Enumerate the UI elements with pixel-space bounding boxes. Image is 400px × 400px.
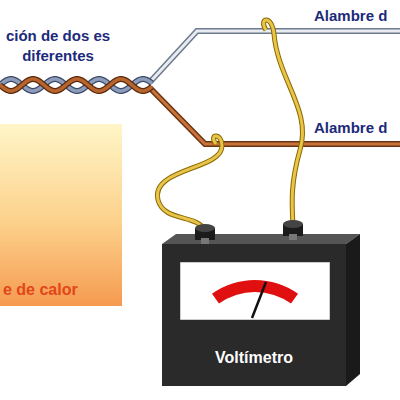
meter-label: Voltímetro [215, 348, 293, 368]
meter-side-face [346, 234, 360, 386]
heat-source-label: e de calor [3, 280, 122, 300]
wire-label: Alambre d [314, 6, 387, 26]
meter-dial [180, 262, 330, 320]
wire-outline [150, 88, 400, 144]
heat-source: e de calor [0, 124, 122, 306]
wire-outline [0, 79, 152, 91]
scale-arc [212, 280, 298, 304]
yellow-lead [264, 20, 303, 226]
lead-outline [264, 20, 303, 226]
wire-label: Alambre d [314, 118, 387, 138]
needle [252, 282, 266, 318]
lead-outline [157, 136, 222, 230]
twisted-junction [0, 79, 152, 91]
twisted-wire [0, 79, 152, 91]
voltmeter: Voltímetro [162, 244, 346, 386]
lower-wire [150, 88, 400, 144]
junction-label: ción de dos es diferentes [3, 26, 113, 66]
twisted-wire [0, 79, 152, 91]
terminal [195, 224, 215, 244]
yellow-lead [157, 136, 222, 230]
wire-outline [0, 79, 152, 91]
meter-top-face [162, 234, 360, 244]
terminal [283, 220, 303, 240]
